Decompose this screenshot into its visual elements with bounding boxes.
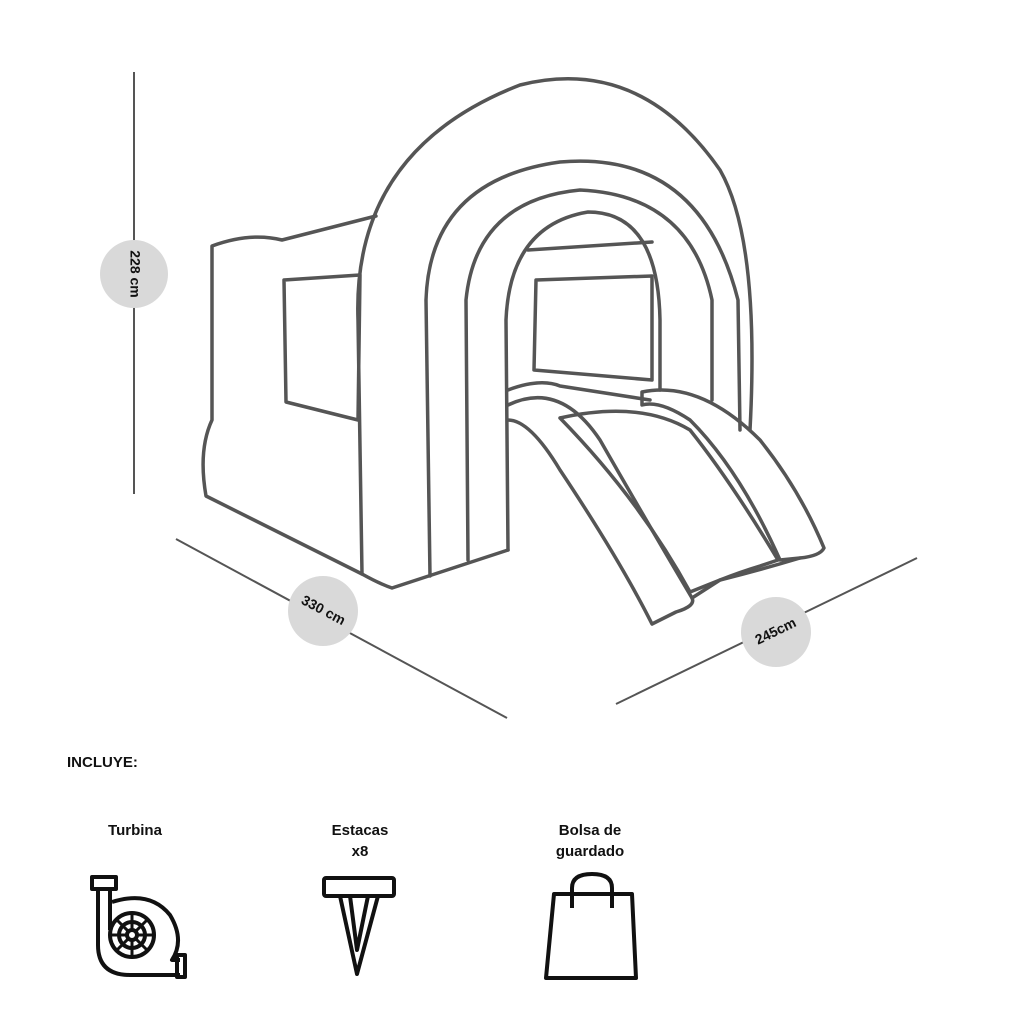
arch-band-3 xyxy=(464,188,714,562)
item-name-line1: Bolsa de xyxy=(558,822,622,839)
left-wall-outline xyxy=(201,214,510,590)
depth-badge: 245cm xyxy=(741,597,811,667)
bag-icon xyxy=(544,872,638,980)
includes-title: INCLUYE: xyxy=(67,754,138,771)
item-name-line1: Estacas xyxy=(331,822,389,839)
height-badge: 228 cm xyxy=(100,240,168,308)
slide-left-rail xyxy=(506,395,695,626)
outer-arch xyxy=(356,77,754,576)
slide-middle-lane xyxy=(558,409,780,594)
back-wall-top xyxy=(526,240,654,252)
stake-icon xyxy=(322,876,396,976)
inner-floor xyxy=(506,381,652,402)
slide-bottom-edge xyxy=(690,556,802,600)
item-name-line2: guardado xyxy=(555,843,625,860)
item-label-turbina: Turbina xyxy=(85,820,185,841)
height-label: 228 cm xyxy=(127,250,143,297)
item-name-line2: x8 xyxy=(351,843,369,860)
item-label-bolsa: Bolsa de guardado xyxy=(540,820,640,862)
item-label-estacas: Estacas x8 xyxy=(310,820,410,862)
width-badge: 330 cm xyxy=(288,576,358,646)
arch-band-2 xyxy=(424,159,742,578)
turbine-icon xyxy=(90,875,187,979)
back-window xyxy=(532,274,654,382)
item-name-line1: Turbina xyxy=(108,822,162,839)
inner-opening xyxy=(504,210,662,552)
left-window xyxy=(282,273,362,422)
slide-right-rail xyxy=(640,388,826,562)
